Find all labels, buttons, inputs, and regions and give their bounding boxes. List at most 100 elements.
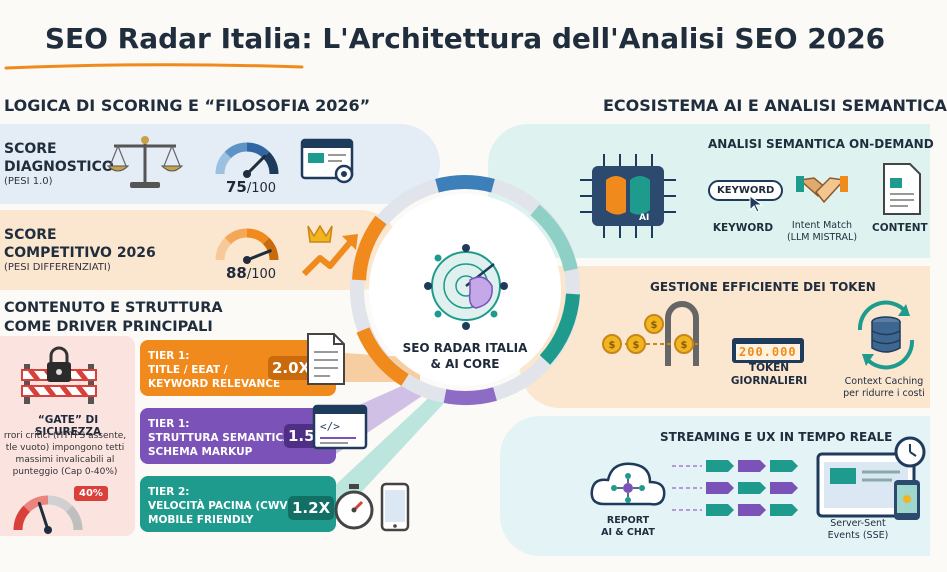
tier1b-line2: STRUTTURA SEMANTICA / — [148, 432, 299, 444]
diag-gauge-arc-1 — [224, 142, 248, 159]
comp-gauge-hub — [243, 256, 251, 264]
contenuto-heading: CONTENUTO E STRUTTURA COME DRIVER PRINCI… — [4, 299, 223, 337]
panel-score-competitivo — [0, 210, 400, 290]
scale-icon — [106, 136, 184, 188]
tier1b-line1: TIER 1: — [148, 418, 190, 430]
cloud-network-icon — [590, 462, 666, 506]
score-competitivo-title: SCORE COMPETITIVO 2026 — [4, 226, 156, 262]
token-title: GESTIONE EFFICIENTE DEI TOKEN — [650, 280, 876, 294]
section-heading-scoring: LOGICA DI SCORING E “FILOSOFIA 2026” — [4, 96, 371, 115]
document-icon — [307, 333, 345, 385]
handshake-icon — [796, 176, 848, 204]
context-caching-label: Context Caching per ridurre i costi — [838, 376, 930, 400]
score-diagnostico-line2: DIAGNOSTICO — [4, 159, 114, 175]
comp-gauge-needle — [245, 249, 272, 262]
score-competitivo-gauge — [215, 228, 279, 264]
gate-gauge-arc-1 — [23, 495, 49, 513]
token-label-line2: GIORNALIERI — [730, 375, 808, 387]
content-document-icon — [883, 163, 921, 215]
gate-gauge-hub — [44, 526, 52, 534]
score-diagnostico-max: /100 — [246, 181, 277, 196]
score-competitivo-max: /100 — [246, 267, 277, 282]
score-diagnostico-gauge — [215, 142, 279, 178]
tier1b-line3: SCHEMA MARKUP — [148, 446, 253, 458]
contenuto-heading-line2: COME DRIVER PRINCIPALI — [4, 319, 213, 335]
streaming-title: STREAMING E UX IN TEMPO REALE — [660, 430, 893, 444]
gate-badge: 40% — [74, 486, 108, 501]
svg-text:$: $ — [633, 340, 640, 351]
ai-chip-icon: AI — [580, 154, 676, 238]
gate-line2: tle vuoto) impongono tetti — [5, 443, 125, 453]
diag-gauge-hub — [243, 170, 251, 178]
tier1a-line3: KEYWORD RELEVANCE — [148, 378, 281, 390]
mobile-phone-icon — [380, 482, 410, 532]
gate-gauge-arc-0 — [13, 505, 31, 531]
token-counter: 200.000 — [732, 338, 804, 363]
diag-gauge-arc-3 — [262, 151, 279, 175]
page-title: SEO Radar Italia: L'Architettura dell'An… — [44, 22, 886, 55]
title-underline — [4, 63, 304, 70]
cache-line1: Context Caching — [844, 376, 924, 387]
score-diagnostico-value: 75/100 — [226, 178, 276, 196]
token-label: TOKEN GIORNALIERI — [728, 362, 810, 388]
gate-line3: massimi invalicabili al — [15, 455, 115, 465]
radar-brain-icon — [424, 244, 508, 330]
tier2-line3: MOBILE FRIENDLY — [148, 514, 254, 526]
sse-label: Server-Sent Events (SSE) — [810, 518, 906, 542]
score-competitivo-number: 88 — [226, 264, 247, 282]
diag-gauge-needle — [245, 154, 267, 176]
diag-gauge-arc-0 — [215, 151, 232, 175]
browser-settings-icon — [300, 138, 354, 184]
score-diagnostico-line1: SCORE — [4, 141, 57, 157]
crown-growth-icon — [301, 224, 358, 277]
keyword-label: KEYWORD — [712, 222, 774, 234]
comp-gauge-arc-3 — [262, 237, 279, 261]
contenuto-heading-line1: CONTENUTO E STRUTTURA — [4, 300, 223, 316]
ai-chip-text: AI — [639, 213, 649, 223]
content-label: CONTENT — [872, 222, 928, 234]
svg-text:$: $ — [651, 320, 658, 331]
center-label-line1: SEO RADAR ITALIA — [402, 341, 528, 355]
cache-line2: per ridurre i costi — [843, 388, 925, 399]
tier-card-velocita: TIER 2: VELOCITÀ PACINA (CWV) / MOBILE F… — [140, 476, 336, 532]
score-diagnostico-number: 75 — [226, 178, 247, 196]
stopwatch-icon — [334, 484, 374, 530]
barrier-lock-icon — [21, 346, 97, 404]
score-competitivo-line1: SCORE — [4, 227, 57, 243]
score-competitivo-value: 88/100 — [226, 264, 276, 282]
token-label-line1: TOKEN — [748, 362, 790, 374]
score-diagnostico-title: SCORE DIAGNOSTICO — [4, 140, 114, 176]
panel-token — [520, 266, 930, 408]
report-label: REPORT AI & CHAT — [588, 515, 668, 539]
monitor-clock-icon — [816, 436, 926, 520]
svg-text:</>: </> — [320, 420, 340, 433]
report-line1: REPORT — [606, 515, 650, 526]
score-competitivo-line2: COMPETITIVO 2026 — [4, 245, 156, 261]
comp-gauge-arc-1 — [224, 228, 248, 245]
score-competitivo-sub: (PESI DIFFERENZIATI) — [4, 262, 111, 273]
database-cache-icon — [857, 300, 915, 370]
tier2-line2: VELOCITÀ PACINA (CWV) / — [148, 500, 300, 512]
token-counter-value: 200.000 — [736, 344, 800, 360]
tier2-multiplier: 1.2X — [288, 496, 335, 520]
gate-line1: rrori critici (HTTPS assente, — [3, 431, 127, 441]
comp-gauge-arc-2 — [246, 228, 270, 245]
comp-gauge-arc-0 — [215, 237, 232, 261]
sse-line2: Events (SSE) — [827, 530, 889, 541]
score-diagnostico-sub: (PESI 1.0) — [4, 176, 53, 187]
gate-gauge-arc-3 — [65, 505, 83, 531]
report-line2: AI & CHAT — [601, 527, 655, 538]
tier1a-line1: TIER 1: — [148, 350, 190, 362]
intent-line1: Intent Match — [791, 220, 853, 231]
coins-gate-icon: $ $ $ $ — [602, 301, 699, 366]
tier1a-multiplier: 2.0X — [268, 356, 315, 380]
svg-text:$: $ — [681, 340, 688, 351]
intent-line2: (LLM MISTRAL) — [786, 232, 858, 243]
svg-text:$: $ — [609, 340, 616, 351]
gate-line4: punteggio (Cap 0-40%) — [12, 467, 118, 477]
tier2-line1: TIER 2: — [148, 486, 190, 498]
gate-gauge — [13, 495, 83, 534]
center-label-line2: & AI CORE — [430, 357, 500, 371]
code-window-icon: </> — [312, 404, 368, 450]
cursor-icon — [749, 195, 764, 213]
